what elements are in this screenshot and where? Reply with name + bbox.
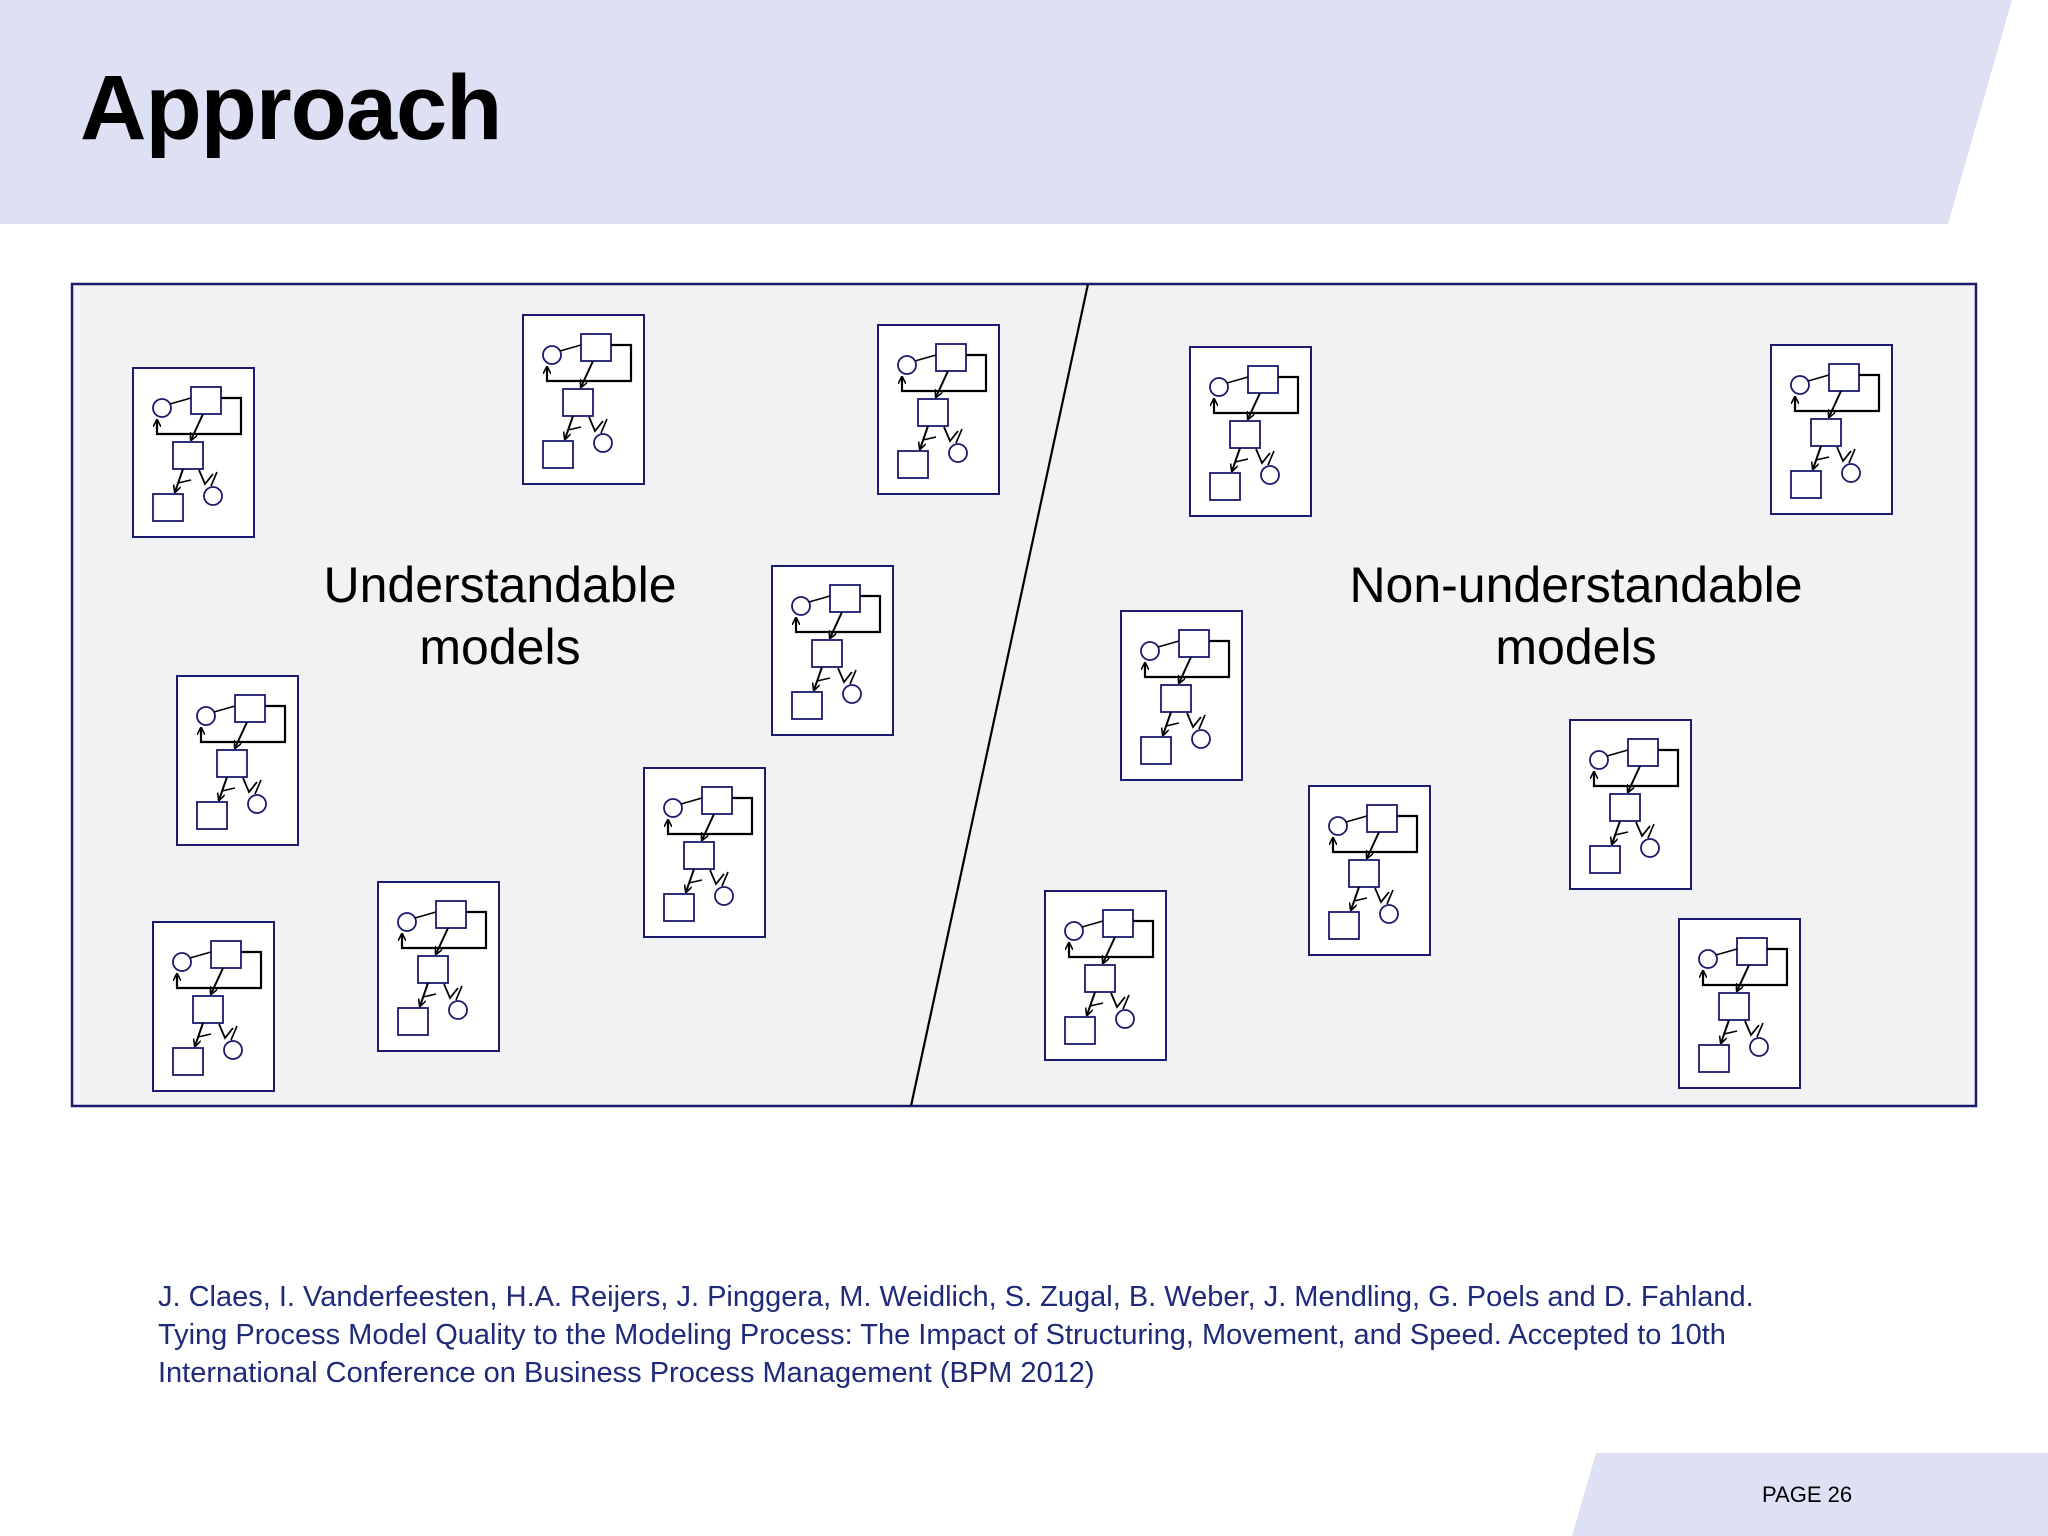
- label-line: models: [419, 619, 581, 675]
- citation: J. Claes, I. Vanderfeesten, H.A. Reijers…: [158, 1278, 1988, 1392]
- process-model-icon: [133, 368, 254, 537]
- understandable-models-label: Understandable models: [300, 554, 700, 678]
- citation-line: Tying Process Model Quality to the Model…: [158, 1319, 1726, 1351]
- process-model-icon: [1121, 611, 1242, 780]
- label-line: Understandable: [323, 557, 677, 613]
- process-model-icon: [644, 768, 765, 937]
- label-line: Non-understandable: [1349, 557, 1803, 613]
- header-band: [0, 0, 2012, 224]
- process-model-icon: [1570, 720, 1691, 889]
- process-model-icon: [1771, 345, 1892, 514]
- process-model-icon: [523, 315, 644, 484]
- process-model-icon: [1679, 919, 1800, 1088]
- process-model-icon: [378, 882, 499, 1051]
- citation-line: J. Claes, I. Vanderfeesten, H.A. Reijers…: [158, 1281, 1754, 1313]
- page-number: PAGE 26: [1762, 1482, 1853, 1507]
- divider-line: [909, 283, 1090, 1107]
- process-model-icon: [1309, 786, 1430, 955]
- process-model-icon: [1045, 891, 1166, 1060]
- process-model-icon: [153, 922, 274, 1091]
- process-model-icon: [878, 325, 999, 494]
- citation-line: International Conference on Business Pro…: [158, 1357, 1095, 1389]
- process-model-icon: [177, 676, 298, 845]
- page-title: Approach: [80, 57, 502, 159]
- label-line: models: [1495, 619, 1657, 675]
- non-understandable-models-label: Non-understandable models: [1326, 554, 1826, 678]
- process-model-icon: [772, 566, 893, 735]
- process-model-icon: [1190, 347, 1311, 516]
